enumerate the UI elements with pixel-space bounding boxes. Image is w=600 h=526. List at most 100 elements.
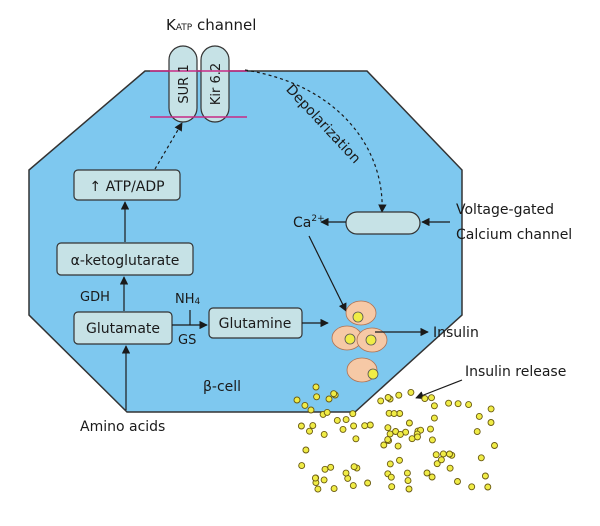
insulin-granule-dot bbox=[364, 479, 372, 487]
insulin-label: Insulin bbox=[433, 325, 479, 341]
atp-adp-label: ↑ ATP/ADP bbox=[89, 179, 164, 195]
vg-label-line2: Calcium channel bbox=[456, 227, 572, 243]
atp-adp-box bbox=[73, 169, 181, 201]
insulin-granule-dot bbox=[477, 454, 485, 462]
insulin-granule-dot bbox=[407, 388, 415, 396]
glutamate-box bbox=[73, 311, 173, 345]
gs-arrow bbox=[172, 310, 207, 325]
insulin-granule bbox=[344, 333, 356, 345]
vg-label-line1: Voltage-gated bbox=[456, 202, 554, 218]
insulin-granule-dot bbox=[350, 422, 358, 430]
insulin-granule-dot bbox=[380, 441, 388, 449]
insulin-granule-dot bbox=[454, 478, 461, 485]
released-insulin-granules bbox=[293, 383, 498, 493]
insulin-granule-dot bbox=[330, 390, 338, 398]
depolarization-arrow bbox=[244, 69, 387, 213]
beta-cell-body bbox=[28, 70, 463, 413]
insulin-granule-dot bbox=[388, 483, 396, 491]
insulin-granule-dot bbox=[433, 460, 441, 468]
sur1-label: SUR 1 bbox=[177, 64, 192, 103]
insulin-granule-dot bbox=[404, 477, 412, 485]
insulin-granule-dot bbox=[293, 396, 301, 404]
insulin-granule-dot bbox=[384, 424, 392, 432]
insulin-granule-dot bbox=[396, 410, 404, 417]
insulin-granule-dot bbox=[465, 401, 473, 409]
insulin-granule-dot bbox=[384, 436, 392, 444]
insulin-granule-dot bbox=[428, 394, 435, 402]
insulin-granule-dot bbox=[446, 464, 454, 472]
insulin-granule-dot bbox=[491, 442, 498, 449]
insulin-granule-dot bbox=[405, 419, 413, 427]
insulin-granule-dot bbox=[484, 483, 492, 491]
insulin-granule-dot bbox=[333, 416, 341, 424]
insulin-granule-dot bbox=[387, 473, 395, 481]
insulin-granule-dot bbox=[361, 422, 369, 430]
nh4-label: NH4 bbox=[175, 292, 201, 307]
insulin-granule-dot bbox=[366, 421, 374, 429]
kir62-label: Kir 6.2 bbox=[209, 63, 224, 105]
insulin-granule-dot bbox=[475, 412, 483, 420]
insulin-granule-dot bbox=[377, 397, 385, 405]
insulin-granule-dot bbox=[386, 460, 394, 468]
insulin-granule-dot bbox=[330, 485, 338, 493]
insulin-granule-dot bbox=[403, 469, 411, 477]
insulin-granule-dot bbox=[390, 410, 398, 418]
insulin-granule-dot bbox=[432, 451, 440, 459]
insulin-granule-dot bbox=[321, 465, 329, 473]
insulin-granule-dot bbox=[487, 405, 495, 413]
insulin-granule-dot bbox=[439, 450, 447, 458]
calcium-channel bbox=[345, 211, 421, 235]
insulin-granule-dot bbox=[327, 463, 335, 471]
insulin-granule-dot bbox=[325, 395, 333, 403]
insulin-granule-dot bbox=[445, 399, 453, 407]
sur1-subunit bbox=[168, 45, 198, 123]
katp-title: KATP channel bbox=[166, 16, 256, 34]
insulin-granule-dot bbox=[312, 383, 320, 391]
insulin-release-label: Insulin release bbox=[465, 364, 566, 380]
insulin-granule-dot bbox=[302, 446, 310, 454]
insulin-granule bbox=[365, 334, 377, 346]
glutamine-label: Glutamine bbox=[219, 316, 292, 332]
insulin-granule-dot bbox=[313, 393, 321, 401]
insulin-granule-dot bbox=[314, 485, 322, 493]
insulin-granule-dot bbox=[473, 428, 481, 436]
insulin-granule-dot bbox=[437, 456, 445, 464]
alpha-ketoglutarate-label: α-ketoglutarate bbox=[71, 253, 180, 269]
insulin-granule-dot bbox=[342, 416, 350, 424]
alpha-ketoglutarate-box bbox=[56, 242, 194, 276]
insulin-granule-dot bbox=[430, 402, 438, 410]
insulin-granule-dot bbox=[297, 422, 305, 430]
insulin-granule-dot bbox=[396, 430, 404, 438]
insulin-granule-dot bbox=[301, 401, 309, 409]
insulin-granule-dot bbox=[350, 463, 358, 471]
amino-acids-label: Amino acids bbox=[80, 419, 165, 435]
insulin-granule-dot bbox=[349, 410, 357, 418]
atp-to-katp-arrow bbox=[154, 122, 183, 170]
beta-cell-label: β-cell bbox=[203, 379, 241, 395]
insulin-granule-dot bbox=[349, 482, 357, 490]
insulin-granule bbox=[352, 311, 364, 323]
insulin-granule-dot bbox=[384, 394, 392, 401]
insulin-granule-dot bbox=[421, 395, 429, 403]
glutamate-label: Glutamate bbox=[86, 321, 160, 337]
insulin-granule-dot bbox=[428, 436, 436, 444]
insulin-granule-dot bbox=[307, 406, 315, 414]
insulin-granule-dot bbox=[468, 483, 476, 491]
kir62-subunit bbox=[200, 45, 230, 123]
insulin-granule-dot bbox=[352, 435, 360, 443]
insulin-granule-dot bbox=[323, 408, 331, 416]
insulin-granule-dot bbox=[395, 391, 403, 399]
calcium-ion-label: Ca2+ bbox=[293, 214, 325, 231]
insulin-granule-dot bbox=[428, 473, 436, 481]
insulin-granule-dot bbox=[386, 430, 394, 438]
insulin-granule-dot bbox=[405, 485, 413, 493]
insulin-granule-dot bbox=[487, 419, 495, 426]
insulin-granule-dot bbox=[306, 427, 313, 435]
gs-label: GS bbox=[178, 333, 196, 348]
insulin-granule-dot bbox=[311, 474, 319, 482]
insulin-granule-dot bbox=[394, 442, 402, 450]
insulin-granule-dot bbox=[446, 450, 453, 458]
insulin-granule bbox=[367, 368, 379, 380]
